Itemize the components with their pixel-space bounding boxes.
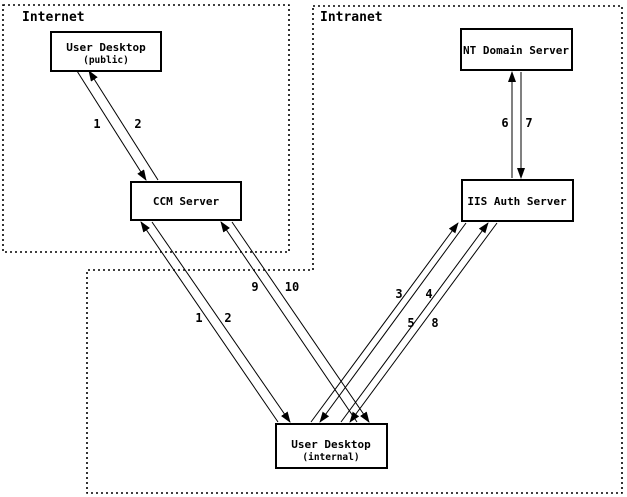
node-iis-auth-server: IIS Auth Server bbox=[461, 179, 574, 222]
arrow-3-internal-to-iis bbox=[310, 222, 459, 423]
node-user-desktop-public-box bbox=[50, 31, 162, 72]
arrow-9-internal-to-ccm bbox=[220, 221, 358, 423]
step-label-7: 7 bbox=[525, 116, 532, 130]
step-label-1-public: 1 bbox=[93, 117, 100, 131]
arrow-5-internal-to-iis bbox=[340, 222, 489, 423]
arrow-1-internal-to-ccm bbox=[140, 221, 279, 423]
arrow-4-iis-to-internal bbox=[319, 222, 467, 423]
node-user-desktop-internal: User Desktop (internal) bbox=[275, 423, 388, 469]
node-iis-auth-server-title: IIS Auth Server bbox=[467, 195, 567, 208]
arrow-8-iis-to-internal bbox=[349, 222, 498, 423]
step-label-2-public: 2 bbox=[134, 117, 141, 131]
node-user-desktop-internal-box bbox=[275, 423, 388, 469]
node-user-desktop-public: User Desktop (public) bbox=[50, 31, 162, 72]
node-nt-domain-server-box bbox=[460, 28, 573, 71]
node-user-desktop-public-subtitle: (public) bbox=[83, 55, 129, 66]
node-ccm-server-title: CCM Server bbox=[153, 195, 220, 208]
step-label-4: 4 bbox=[425, 287, 432, 301]
node-user-desktop-public-title: User Desktop bbox=[66, 41, 146, 54]
intranet-region-label: Intranet bbox=[320, 10, 383, 25]
step-label-9: 9 bbox=[251, 280, 258, 294]
arrow-2-ccm-to-public bbox=[88, 70, 159, 181]
node-ccm-server-box bbox=[130, 181, 242, 221]
node-user-desktop-internal-title: User Desktop bbox=[291, 438, 371, 451]
step-label-5: 5 bbox=[407, 316, 414, 330]
step-label-2-internal: 2 bbox=[224, 311, 231, 325]
node-nt-domain-server: NT Domain Server bbox=[460, 28, 573, 71]
step-label-8: 8 bbox=[431, 316, 438, 330]
step-label-1-internal: 1 bbox=[195, 311, 202, 325]
node-ccm-server: CCM Server bbox=[130, 181, 242, 221]
internet-region-label: Internet bbox=[22, 10, 85, 25]
step-label-6: 6 bbox=[501, 116, 508, 130]
intranet-region-outline bbox=[86, 5, 623, 494]
arrow-10-ccm-to-internal bbox=[231, 221, 370, 423]
node-user-desktop-internal-subtitle: (internal) bbox=[302, 452, 359, 463]
step-label-3: 3 bbox=[395, 287, 402, 301]
arrow-2-ccm-to-internal bbox=[151, 221, 291, 423]
arrow-1-public-to-ccm bbox=[76, 70, 147, 181]
node-nt-domain-server-title: NT Domain Server bbox=[463, 44, 569, 57]
step-label-10: 10 bbox=[285, 280, 299, 294]
node-iis-auth-server-box bbox=[461, 179, 574, 222]
internet-region-outline bbox=[2, 4, 290, 253]
